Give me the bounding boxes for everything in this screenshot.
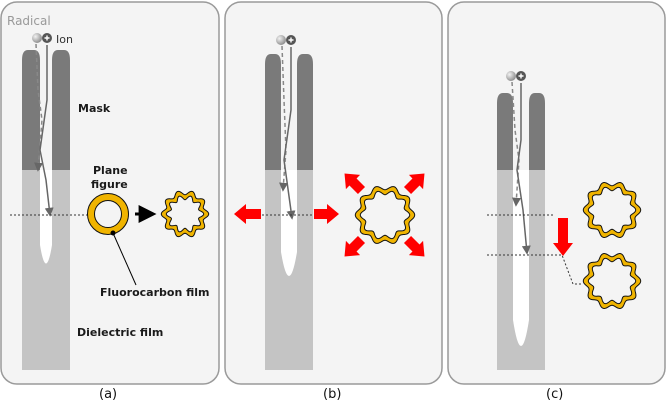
radical-particle-icon (276, 35, 286, 45)
mask-left-pillar (497, 93, 513, 170)
mask-label: Mask (78, 102, 111, 115)
red-arrow-down (553, 218, 573, 256)
caption-b: (b) (323, 387, 341, 402)
ion-trajectory (283, 47, 296, 220)
caption-c: (c) (546, 387, 563, 402)
mask-right-pillar (52, 50, 70, 170)
red-arrow-top-right (403, 173, 425, 195)
red-arrow-bottom-right (403, 235, 425, 257)
mask-right-pillar (297, 54, 313, 170)
etched-hole (281, 170, 297, 276)
mask-left-pillar (22, 50, 40, 170)
radical-particle-icon (32, 33, 42, 43)
plane-figure-ring (87, 193, 129, 235)
fluorocarbon-film-label: Fluorocarbon film (100, 286, 210, 299)
mask-right-pillar (529, 93, 545, 170)
star-ring-c-lower (582, 253, 642, 309)
panel-b (224, 1, 443, 385)
dielectric-film-label: Dielectric film (77, 326, 163, 339)
radical-trajectory (511, 81, 521, 207)
panel-c (447, 1, 666, 385)
star-ring-b (354, 186, 416, 244)
mask-left-pillar (265, 54, 281, 170)
star-ring-c-upper (582, 182, 642, 238)
plus-icon (288, 37, 294, 43)
plane-figure-ring-outline-inner (94, 200, 122, 228)
ion-label: Ion (56, 33, 73, 46)
plane-figure-label-line2: figure (91, 178, 128, 191)
red-arrow-top-left (344, 173, 366, 195)
plane-figure-ring-outline-outer (87, 193, 129, 235)
star-ring-a (160, 190, 210, 238)
star-ring-inner (359, 190, 411, 240)
etched-hole (513, 170, 529, 346)
ion-trajectory (516, 83, 531, 255)
panel-b-frame (224, 1, 443, 385)
star-ring-inner (165, 195, 205, 233)
radical-label: Radical (7, 14, 51, 28)
radical-particle-icon (506, 71, 516, 81)
star-ring-inner (587, 257, 637, 305)
leader-line (112, 232, 137, 286)
red-arrow-left (234, 204, 261, 224)
red-arrow-bottom-left (344, 235, 366, 257)
plus-icon (44, 35, 50, 41)
caption-a: (a) (99, 387, 117, 402)
radical-trajectory (279, 45, 289, 192)
mask-hole-gap (281, 54, 297, 170)
red-arrow-right (314, 204, 339, 224)
plane-line-lower (487, 254, 582, 285)
ion-trajectory (39, 45, 54, 217)
star-ring-inner (587, 186, 637, 234)
panel-a: Radical Ion Mask Plane figure Fluorocarb… (0, 1, 220, 385)
plus-icon (518, 73, 524, 79)
plane-figure-label-line1: Plane (93, 164, 128, 177)
